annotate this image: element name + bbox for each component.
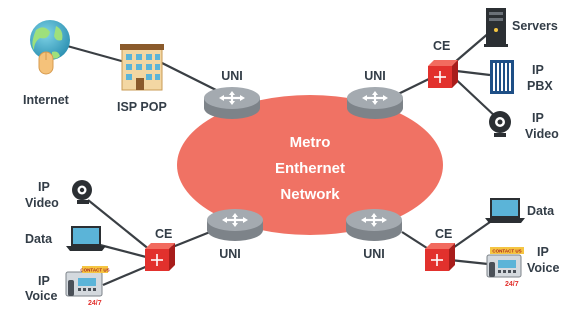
ip-phone-bottom-left-icon: CONTACT US 24/7 (65, 266, 110, 307)
ip-voice-bottom-right-label-line1: IP (537, 245, 549, 259)
ip-voice-bottom-left-label-line1: IP (38, 274, 50, 288)
ip-phone-bottom-right-icon: CONTACT US 24/7 (486, 247, 524, 288)
ip-video-bottom-left-label-line2: Video (25, 196, 59, 210)
cloud-title-line3: Network (280, 186, 340, 203)
isp-pop-building-icon (120, 44, 164, 91)
ce-device-bottom-left-icon (145, 243, 175, 271)
uni-label-bottom-right: UNI (363, 247, 385, 261)
uni-label-top-left: UNI (221, 69, 243, 83)
internet-globe-icon (30, 20, 70, 75)
isp-pop-label: ISP POP (117, 100, 167, 114)
ip-video-top-right-label-line1: IP (532, 111, 544, 125)
metro-ethernet-cloud: Metro Enthernet Network (177, 95, 443, 235)
laptop-bottom-right-icon (485, 198, 525, 223)
ce-label-top-right: CE (433, 39, 450, 53)
uni-router-top-left-icon (204, 87, 260, 119)
uni-router-bottom-right-icon (346, 209, 402, 241)
contact-us-badge-left: CONTACT US (80, 268, 109, 273)
ip-video-bottom-left-label-line1: IP (38, 180, 50, 194)
ip-pbx-label-line2: PBX (527, 79, 553, 93)
internet-label: Internet (23, 93, 70, 107)
ce-label-bottom-right: CE (435, 227, 452, 241)
uni-label-bottom-left: UNI (219, 247, 241, 261)
ip-pbx-icon (490, 60, 514, 94)
ip-pbx-label-line1: IP (532, 63, 544, 77)
ce-label-bottom-left: CE (155, 227, 172, 241)
hours-badge-right: 24/7 (505, 281, 519, 288)
uni-router-top-right-icon (347, 87, 403, 119)
ip-video-camera-bottom-left-icon (72, 180, 92, 204)
ip-video-top-right-label-line2: Video (525, 127, 559, 141)
ip-voice-bottom-right-label-line2: Voice (527, 261, 559, 275)
laptop-bottom-left-icon (66, 226, 106, 251)
ce-device-bottom-right-icon (425, 243, 455, 271)
uni-label-top-right: UNI (364, 69, 386, 83)
cloud-title-line2: Enthernet (275, 160, 345, 177)
uni-router-bottom-left-icon (207, 209, 263, 241)
ce-device-top-right-icon (428, 60, 458, 88)
cloud-ellipse (177, 95, 443, 235)
servers-label: Servers (512, 19, 558, 33)
cloud-title-line1: Metro (290, 134, 331, 151)
data-bottom-left-label: Data (25, 232, 53, 246)
ip-video-camera-top-right-icon (489, 111, 511, 137)
hours-badge-left: 24/7 (88, 300, 102, 307)
contact-us-badge-right: CONTACT US (492, 249, 521, 254)
ip-voice-bottom-left-label-line2: Voice (25, 289, 57, 303)
data-bottom-right-label: Data (527, 204, 555, 218)
server-tower-icon (484, 8, 508, 47)
